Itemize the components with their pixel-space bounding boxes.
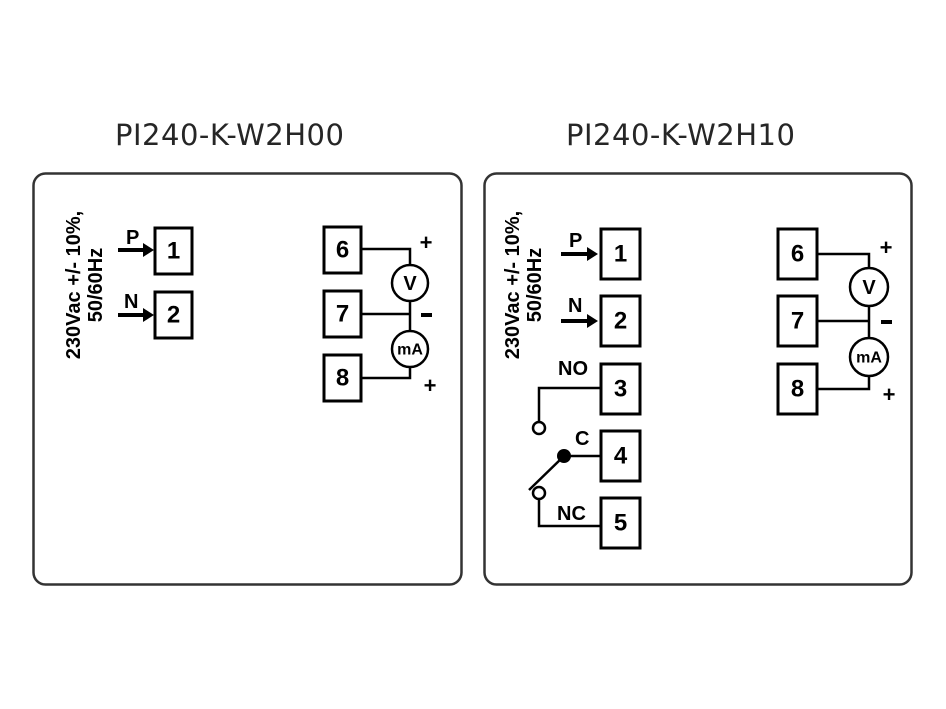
- terminal-label: 7: [791, 308, 804, 335]
- relay-label-nc: NC: [557, 503, 586, 525]
- terminal-8: [776, 362, 819, 416]
- terminal-3: [599, 362, 642, 416]
- input-n: N 2: [118, 290, 194, 340]
- wire: [362, 247, 412, 264]
- meter-label-ma: mA: [397, 342, 423, 359]
- input-label-p: P: [569, 230, 582, 252]
- relay-output: 3 4 5 NO C NC: [528, 358, 642, 550]
- input-n: N 2: [561, 294, 642, 348]
- supply-frequency-label: 50/60Hz: [524, 248, 546, 323]
- wire: [818, 252, 871, 268]
- supply-label: 230Vac +/- 10%, 50/60Hz: [63, 211, 107, 359]
- arrowhead-icon: [143, 308, 154, 322]
- ammeter-icon: [390, 329, 430, 369]
- polarity-plus: +: [420, 230, 433, 255]
- meter-label-ma: mA: [856, 350, 882, 367]
- contact-no-icon: [531, 420, 547, 436]
- supply-voltage-label: 230Vac +/- 10%,: [63, 211, 85, 359]
- terminal-7: [322, 289, 363, 339]
- terminal-8: [322, 353, 363, 403]
- wire: [818, 376, 871, 391]
- terminal-5: [599, 496, 642, 550]
- input-label-n: N: [568, 295, 582, 317]
- wire: [537, 386, 600, 421]
- arrowhead-icon: [143, 243, 154, 257]
- diagram-title-w2h00: PI240-K-W2H00: [115, 118, 345, 152]
- panel-w2h10: 230Vac +/- 10%, 50/60Hz P 1 N 2 3 4 5: [483, 172, 913, 586]
- ammeter-icon: [848, 336, 890, 378]
- polarity-minus: [421, 313, 432, 317]
- terminal-label: 1: [614, 241, 627, 268]
- panel-border: [483, 172, 913, 586]
- contact-nc-icon: [531, 485, 547, 501]
- terminal-6: [776, 227, 819, 281]
- input-p: P 1: [561, 227, 642, 281]
- terminal-label: 8: [336, 365, 349, 392]
- meter-label-v: V: [862, 277, 876, 299]
- terminal-label: 5: [614, 510, 627, 537]
- input-label-p: P: [126, 227, 139, 249]
- terminal-label: 8: [791, 376, 804, 403]
- polarity-plus: +: [883, 382, 896, 407]
- relay-switch-arm: [528, 455, 565, 491]
- analog-output: 6 7 8 V mA + +: [776, 227, 896, 416]
- contact-common-icon: [557, 449, 571, 463]
- supply-frequency-label: 50/60Hz: [85, 248, 107, 323]
- terminal-label: 1: [167, 238, 180, 265]
- polarity-plus: +: [880, 235, 893, 260]
- polarity-minus: [881, 320, 892, 324]
- relay-label-no: NO: [558, 358, 588, 380]
- terminal-2: [599, 294, 642, 348]
- input-label-n: N: [124, 291, 138, 313]
- terminal-label: 3: [614, 376, 627, 403]
- terminal-2: [153, 290, 194, 340]
- voltmeter-icon: [390, 263, 430, 303]
- arrowhead-icon: [587, 314, 598, 328]
- terminal-4: [599, 429, 642, 483]
- supply-voltage-label: 230Vac +/- 10%,: [502, 211, 524, 359]
- input-p: P 1: [118, 226, 194, 276]
- terminal-label: 7: [336, 301, 349, 328]
- panel-w2h00: 230Vac +/- 10%, 50/60Hz P 1 N 2 6 7 8: [32, 172, 463, 586]
- terminal-label: 6: [791, 241, 804, 268]
- panel-border: [32, 172, 463, 586]
- wire: [537, 499, 600, 528]
- wire: [362, 368, 412, 380]
- polarity-plus: +: [424, 373, 437, 398]
- supply-label: 230Vac +/- 10%, 50/60Hz: [502, 211, 546, 359]
- terminal-label: 4: [614, 443, 628, 470]
- terminal-6: [322, 225, 363, 275]
- analog-output: 6 7 8 V mA + +: [322, 225, 437, 403]
- relay-label-c: C: [575, 428, 589, 450]
- terminal-7: [776, 294, 819, 348]
- terminal-label: 6: [336, 237, 349, 264]
- terminal-label: 2: [167, 302, 180, 329]
- diagram-title-w2h10: PI240-K-W2H10: [566, 118, 796, 152]
- terminal-1: [153, 226, 194, 276]
- terminal-1: [599, 227, 642, 281]
- terminal-label: 2: [614, 308, 627, 335]
- arrowhead-icon: [587, 247, 598, 261]
- meter-label-v: V: [403, 273, 417, 295]
- voltmeter-icon: [848, 266, 890, 308]
